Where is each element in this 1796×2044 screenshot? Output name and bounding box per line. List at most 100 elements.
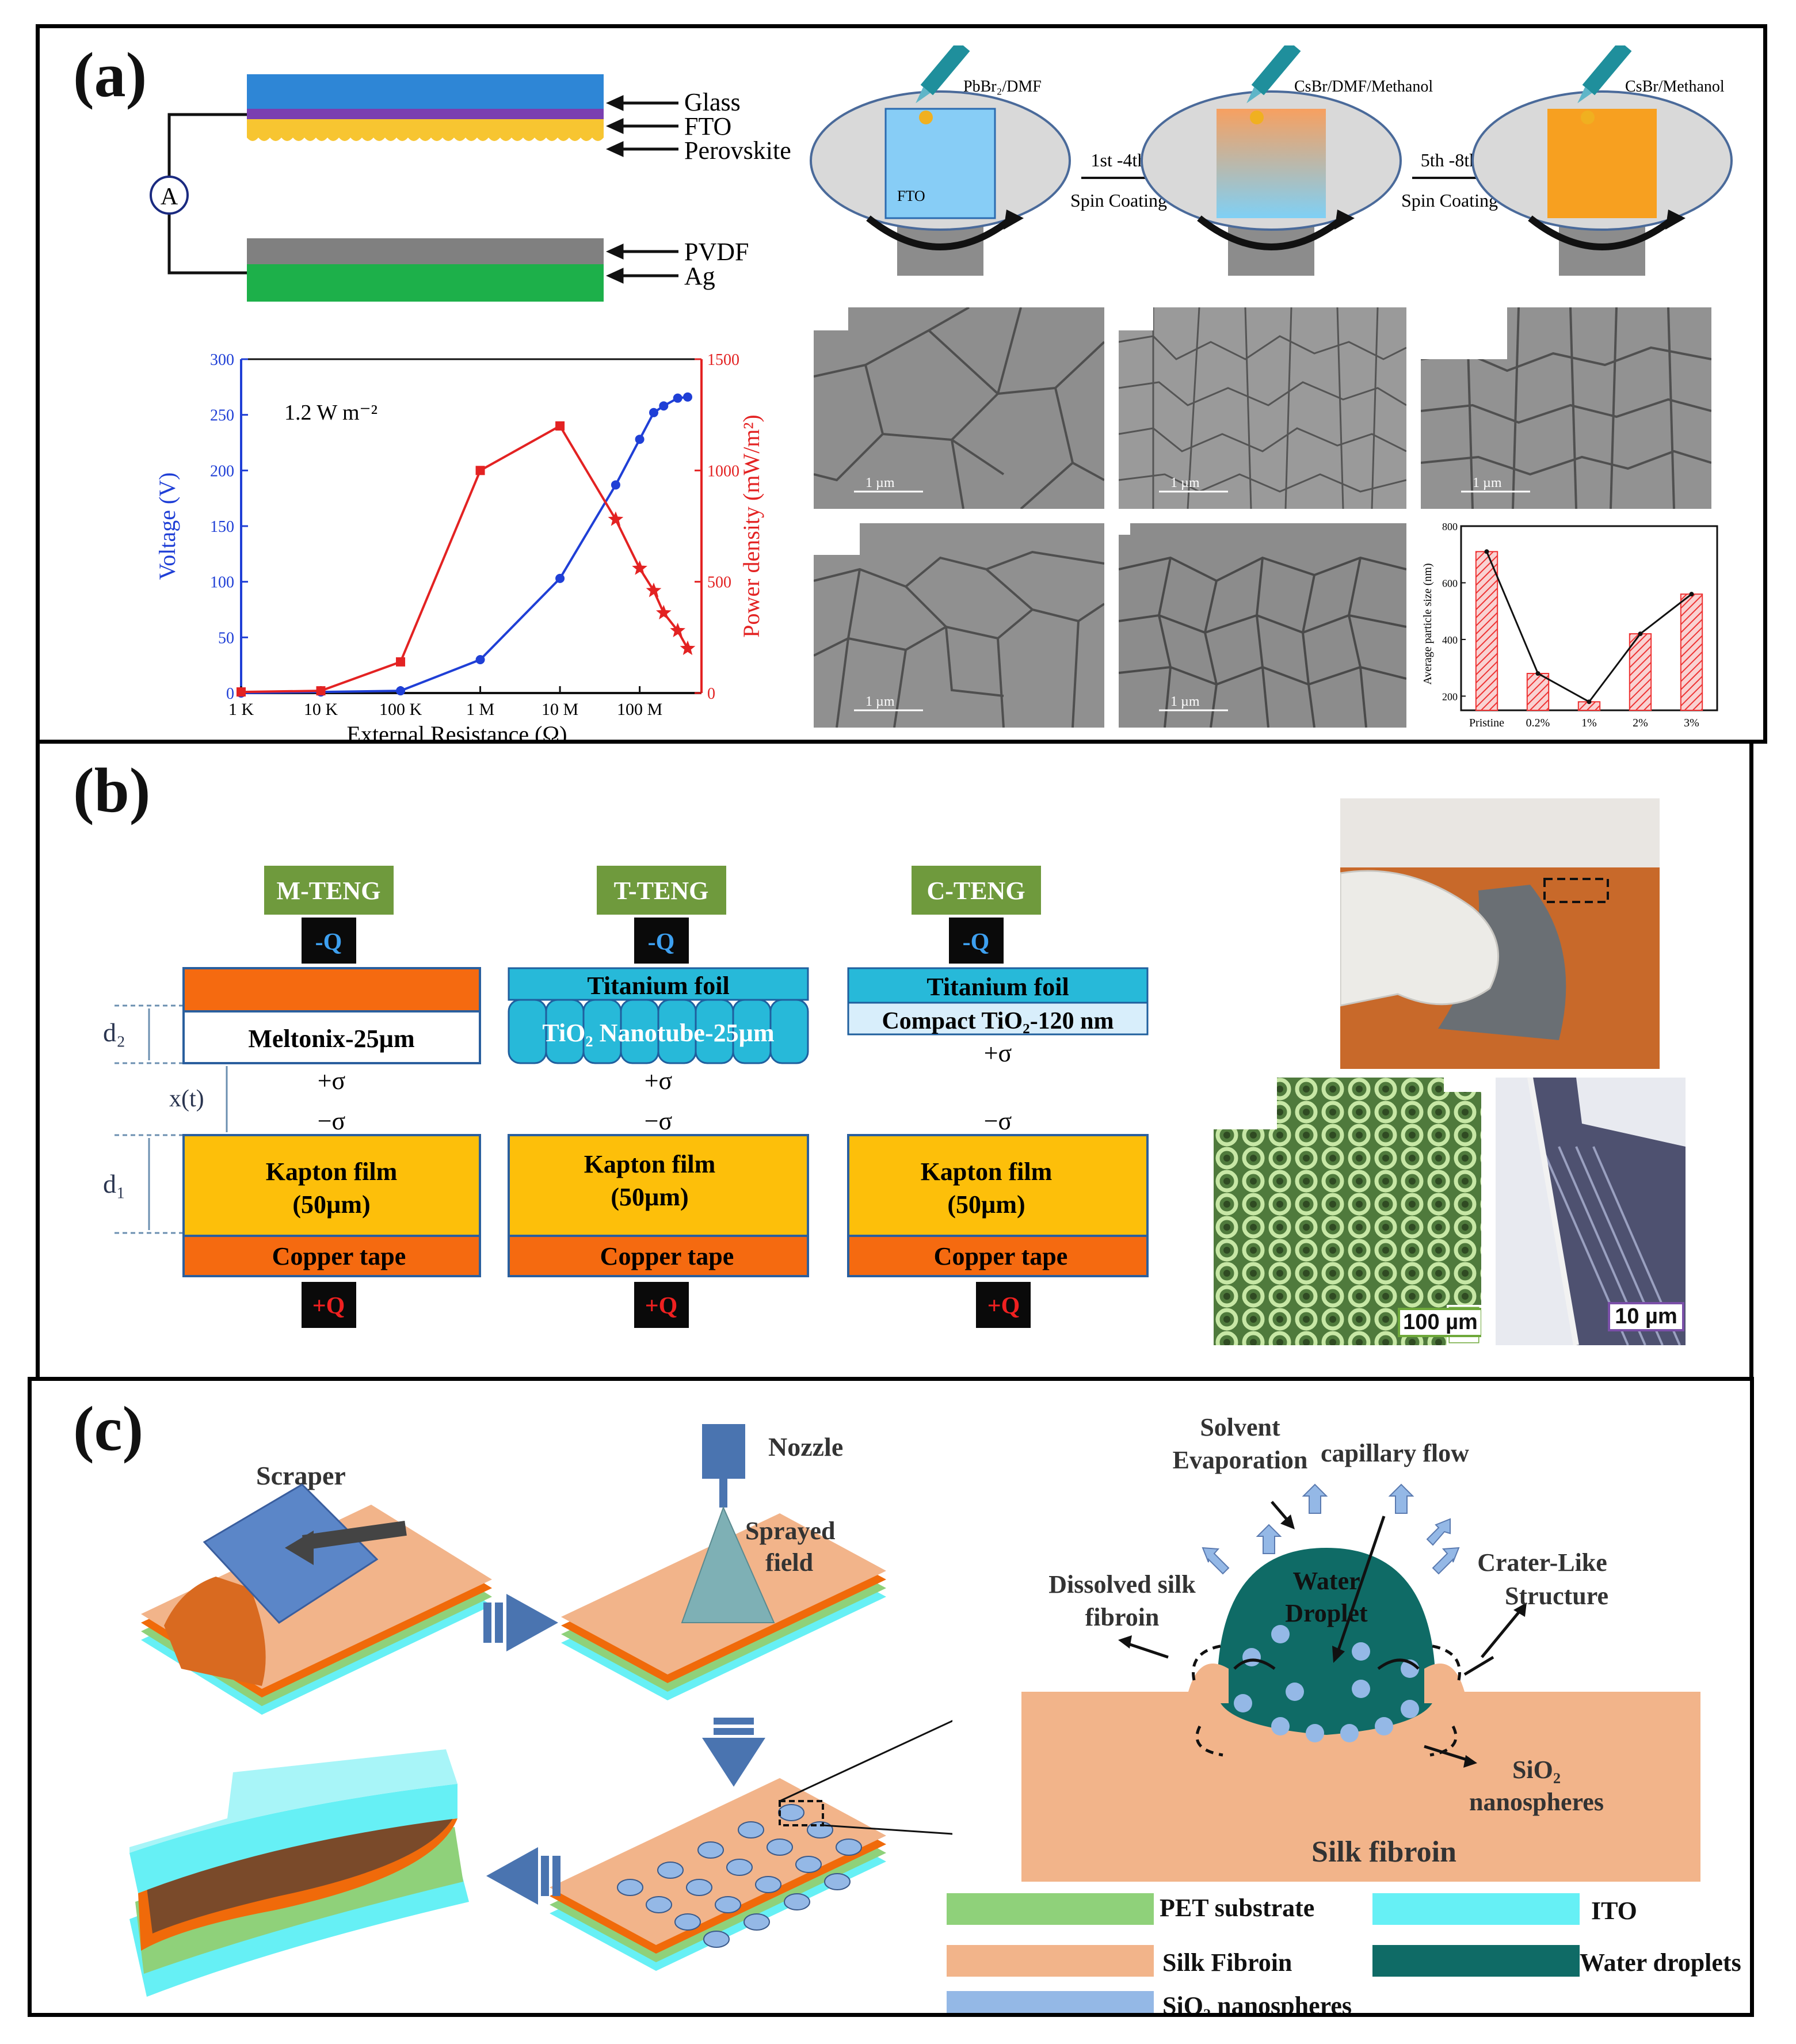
chart-series	[237, 392, 696, 698]
sem-scale-2: 1 µm	[1170, 475, 1200, 490]
pipette-icon	[916, 45, 970, 104]
voltage-point	[611, 480, 620, 490]
device-schematic: A Glass FTO Perovskite PVDF Ag	[150, 74, 791, 302]
fabrication-process: Scraper Nozzle Sprayed field	[129, 1424, 952, 1997]
power-point	[396, 657, 406, 667]
sem-image-3: 1 µm	[1421, 307, 1711, 509]
svg-text:−σ: −σ	[645, 1107, 673, 1135]
voltage-point	[396, 686, 406, 696]
svg-text:−σ: −σ	[318, 1107, 346, 1135]
teng-schematic: d₂ x(t) d₁ M-TENG -Q Meltonix-25µm +σ −σ…	[103, 866, 1149, 1328]
power-point	[237, 687, 246, 697]
droplet-mechanism: Solvent Evaporation capillary flow Water…	[1021, 1413, 1700, 1882]
scraper-label: Scraper	[256, 1461, 346, 1490]
voltage-point	[673, 393, 682, 403]
dim-xt: x(t)	[169, 1086, 204, 1112]
svg-text:-Q: -Q	[963, 929, 990, 956]
nanotube-sem-cross: 10 µm	[1496, 1078, 1686, 1345]
x-tick-label: 1%	[1581, 717, 1597, 729]
trend-point	[1484, 549, 1489, 554]
svg-text:(50µm): (50µm)	[292, 1190, 370, 1219]
glass-layer	[247, 74, 604, 109]
ag-layer	[247, 264, 604, 302]
legend: PET substrate ITO Silk Fibroin Water dro…	[947, 1887, 1750, 2013]
x-tick-label: 100 K	[379, 700, 422, 719]
legend-label-ito: ITO	[1591, 1897, 1637, 1925]
svg-text:+σ: +σ	[318, 1067, 346, 1095]
voltage-line	[241, 395, 688, 694]
x-tick-label: 100 M	[617, 700, 662, 719]
legend-label-pet: PET substrate	[1160, 1894, 1315, 1922]
panel-c: (c) Scraper Nozzle	[28, 1377, 1754, 2017]
x-tick-label: 2%	[1633, 717, 1648, 729]
bar	[1526, 673, 1550, 711]
nozzle	[702, 1424, 745, 1479]
power-point	[316, 686, 326, 696]
spray-cone	[681, 1506, 775, 1623]
y-axis-label: Average particle size (nm)	[1421, 563, 1434, 684]
svg-text:Compact TiO₂-120 nm: Compact TiO₂-120 nm	[882, 1008, 1114, 1034]
layer-arrows	[605, 95, 678, 284]
process-arrow-left	[486, 1847, 560, 1905]
svg-text:TiO₂ Nanotube-25µm: TiO₂ Nanotube-25µm	[542, 1019, 774, 1047]
sem-image-1: 1 µm	[814, 307, 1104, 509]
svg-text:+Q: +Q	[312, 1293, 345, 1319]
process-arrow-down	[702, 1718, 765, 1787]
svg-text:Spin Coating: Spin Coating	[1401, 190, 1498, 211]
sem-scale-4: 1 µm	[865, 694, 895, 709]
y-axis-label-right: Power density (mW/m²)	[738, 414, 764, 637]
legend-label-silk: Silk Fibroin	[1162, 1948, 1292, 1977]
fto-layer	[247, 109, 604, 119]
panel-label-b: (b)	[73, 755, 151, 825]
droplet-stage	[550, 1720, 952, 1971]
dim-d1: d₁	[103, 1169, 125, 1198]
y-tick-label-right: 1000	[707, 462, 739, 480]
legend-swatch-pet	[947, 1893, 1154, 1925]
scale-bar-10um: 10 µm	[1608, 1302, 1684, 1331]
chart-bars	[1475, 549, 1703, 711]
ammeter-circle	[150, 176, 189, 215]
spin-coating-diagram: FTO PbBr₂/DMF 1st -4th Spin Coating CsBr…	[810, 45, 1733, 276]
curved-device	[129, 1749, 469, 1997]
sprayed-label-1: Sprayed	[745, 1517, 835, 1545]
panel-label-a: (a)	[73, 40, 147, 110]
svg-text:Titanium foil: Titanium foil	[587, 972, 729, 1000]
solution-1: PbBr₂/DMF	[963, 78, 1042, 96]
ammeter-label: A	[161, 184, 178, 210]
y-tick-label-right: 500	[707, 574, 731, 592]
power-line	[241, 424, 689, 694]
x-tick-label: 10 M	[542, 700, 578, 719]
fto-substrate	[884, 108, 996, 219]
svg-text:+Q: +Q	[645, 1293, 678, 1319]
sem-image-4: 1 µm	[814, 523, 1104, 728]
pipette-icon	[1577, 45, 1632, 104]
sem-scale-3: 1 µm	[1473, 475, 1502, 490]
trend-point	[1535, 671, 1540, 676]
nanotube-sem-top: 100 µm	[1214, 1078, 1481, 1345]
power-point	[555, 421, 565, 431]
step-arrow-2: 5th -8th Spin Coating	[1401, 150, 1498, 211]
y-tick-label-left: 50	[218, 629, 234, 647]
sem-scale-1: 1 µm	[865, 475, 895, 490]
droplet-label-2: Droplet	[1285, 1599, 1368, 1627]
solvent-label-1: Solvent	[1200, 1413, 1280, 1441]
y-tick-label-left: 150	[210, 518, 234, 536]
power-point	[680, 640, 696, 655]
label-perovskite: Perovskite	[684, 136, 791, 165]
power-point	[655, 604, 672, 620]
dissolved-label-1: Dissolved silk	[1048, 1570, 1196, 1598]
x-tick-label: 0.2%	[1526, 717, 1550, 729]
legend-swatch-water	[1372, 1945, 1580, 1977]
svg-text:+σ: +σ	[984, 1039, 1012, 1067]
sprayed-label-2: field	[765, 1548, 813, 1577]
y-tick-label-right: 1500	[707, 351, 739, 369]
power-point	[670, 622, 686, 638]
x-tick-label: 1 M	[466, 700, 494, 719]
label-glass: Glass	[684, 88, 741, 116]
bar	[1680, 593, 1703, 711]
y-tick-label: 200	[1442, 691, 1458, 702]
solution-2: CsBr/DMF/Methanol	[1294, 78, 1433, 96]
svg-text:1st -4th: 1st -4th	[1091, 150, 1147, 170]
dimension-annotations	[115, 1004, 184, 1234]
crater-label-2: Structure	[1505, 1582, 1608, 1610]
